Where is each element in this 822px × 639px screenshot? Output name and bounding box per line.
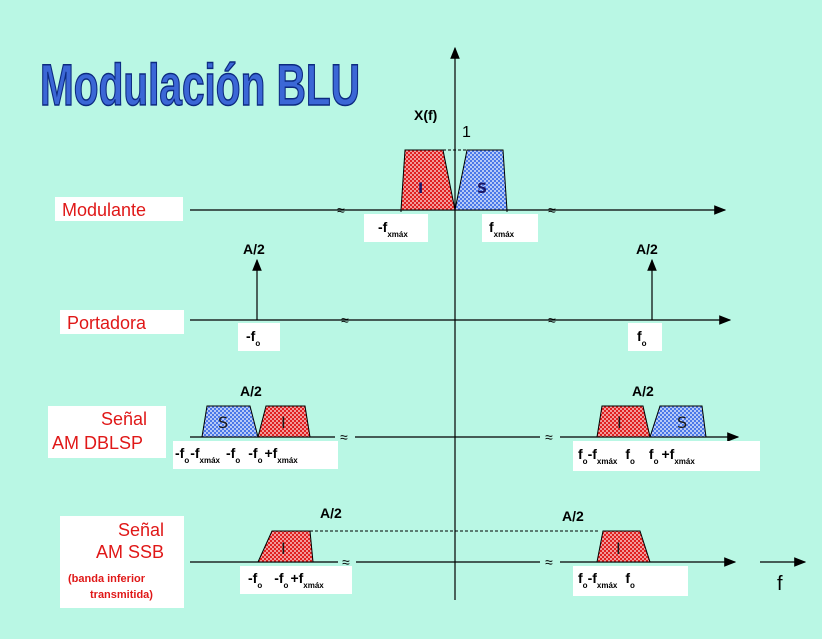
band-dblsp-left-s	[201, 405, 259, 438]
break-mark: ≈	[548, 202, 556, 218]
xf-label: X(f)	[414, 107, 437, 123]
band-dblsp-right-i	[596, 405, 651, 438]
tick-labels-ssb-left: -fo-fo+fxmáx	[248, 570, 324, 590]
amp-label: A/2	[562, 508, 584, 524]
tick-pos-fxmax: fxmáx	[489, 219, 515, 239]
row-label-ssb-4: transmitida)	[90, 589, 153, 601]
row-dblsp: Señal AM DBLSP ≈ ≈ S I A/2 I S A/2 -fo-f…	[48, 383, 760, 471]
tick-labels-dblsp-left: -fo-fxmáx-fo-fo+fxmáx	[175, 445, 298, 465]
break-mark: ≈	[340, 429, 348, 445]
break-mark: ≈	[337, 202, 345, 218]
row-label-ssb-1: Señal	[118, 520, 164, 540]
band-letter-lower: I	[418, 181, 423, 197]
break-mark: ≈	[545, 554, 553, 570]
band-letter: S	[677, 413, 687, 432]
band-letter: I	[617, 413, 622, 432]
band-ssb-right	[596, 530, 651, 563]
break-mark: ≈	[545, 429, 553, 445]
tick-box	[240, 566, 352, 594]
row-label-modulante: Modulante	[62, 200, 146, 220]
tick-pos-fo: fo	[637, 328, 647, 348]
tick-neg-fo: -fo	[246, 328, 260, 348]
tick-box	[573, 566, 688, 596]
band-lower-modulante	[400, 149, 456, 211]
tick-box	[364, 214, 428, 242]
tick-box	[238, 323, 280, 351]
band-letter: S	[218, 413, 228, 432]
tick-neg-fxmax: -fxmáx	[378, 219, 408, 239]
label-box-portadora	[60, 310, 184, 334]
band-letter: I	[281, 413, 286, 432]
label-box-modulante	[55, 197, 183, 221]
band-upper-modulante	[454, 149, 508, 211]
break-mark: ≈	[342, 554, 350, 570]
band-dblsp-right-s	[649, 405, 707, 438]
row-ssb: Señal AM SSB (banda inferior transmitida…	[60, 505, 807, 608]
amp-label: A/2	[240, 383, 262, 399]
amp-label: A/2	[632, 383, 654, 399]
row-label-dblsp-1: Señal	[101, 409, 147, 429]
band-dblsp-left-i	[257, 405, 311, 438]
row-label-portadora: Portadora	[67, 313, 147, 333]
amp-label: A/2	[636, 241, 658, 257]
band-letter: I	[616, 539, 621, 558]
unit-mark: 1	[462, 124, 471, 141]
page-title: Modulación BLU	[40, 53, 360, 118]
frequency-axis-label: f	[777, 573, 783, 595]
tick-box	[482, 214, 538, 242]
band-letter: I	[281, 539, 286, 558]
row-label-dblsp-2: AM DBLSP	[52, 433, 143, 453]
label-box-ssb	[60, 516, 184, 608]
amp-label: A/2	[320, 505, 342, 521]
tick-box	[573, 441, 760, 471]
amp-label: A/2	[243, 241, 265, 257]
tick-box	[628, 323, 662, 351]
tick-box	[173, 441, 338, 469]
label-box-dblsp	[48, 406, 166, 458]
row-modulante: Modulante ≈ ≈ I S -fxmáx fxmáx	[55, 149, 727, 242]
row-portadora: Portadora ≈ ≈ A/2 A/2 -fo fo	[60, 241, 732, 351]
break-mark: ≈	[341, 312, 349, 328]
band-letter-upper: S	[477, 181, 487, 197]
row-label-ssb-3: (banda inferior	[68, 573, 146, 585]
row-label-ssb-2: AM SSB	[96, 542, 164, 562]
break-mark: ≈	[548, 312, 556, 328]
